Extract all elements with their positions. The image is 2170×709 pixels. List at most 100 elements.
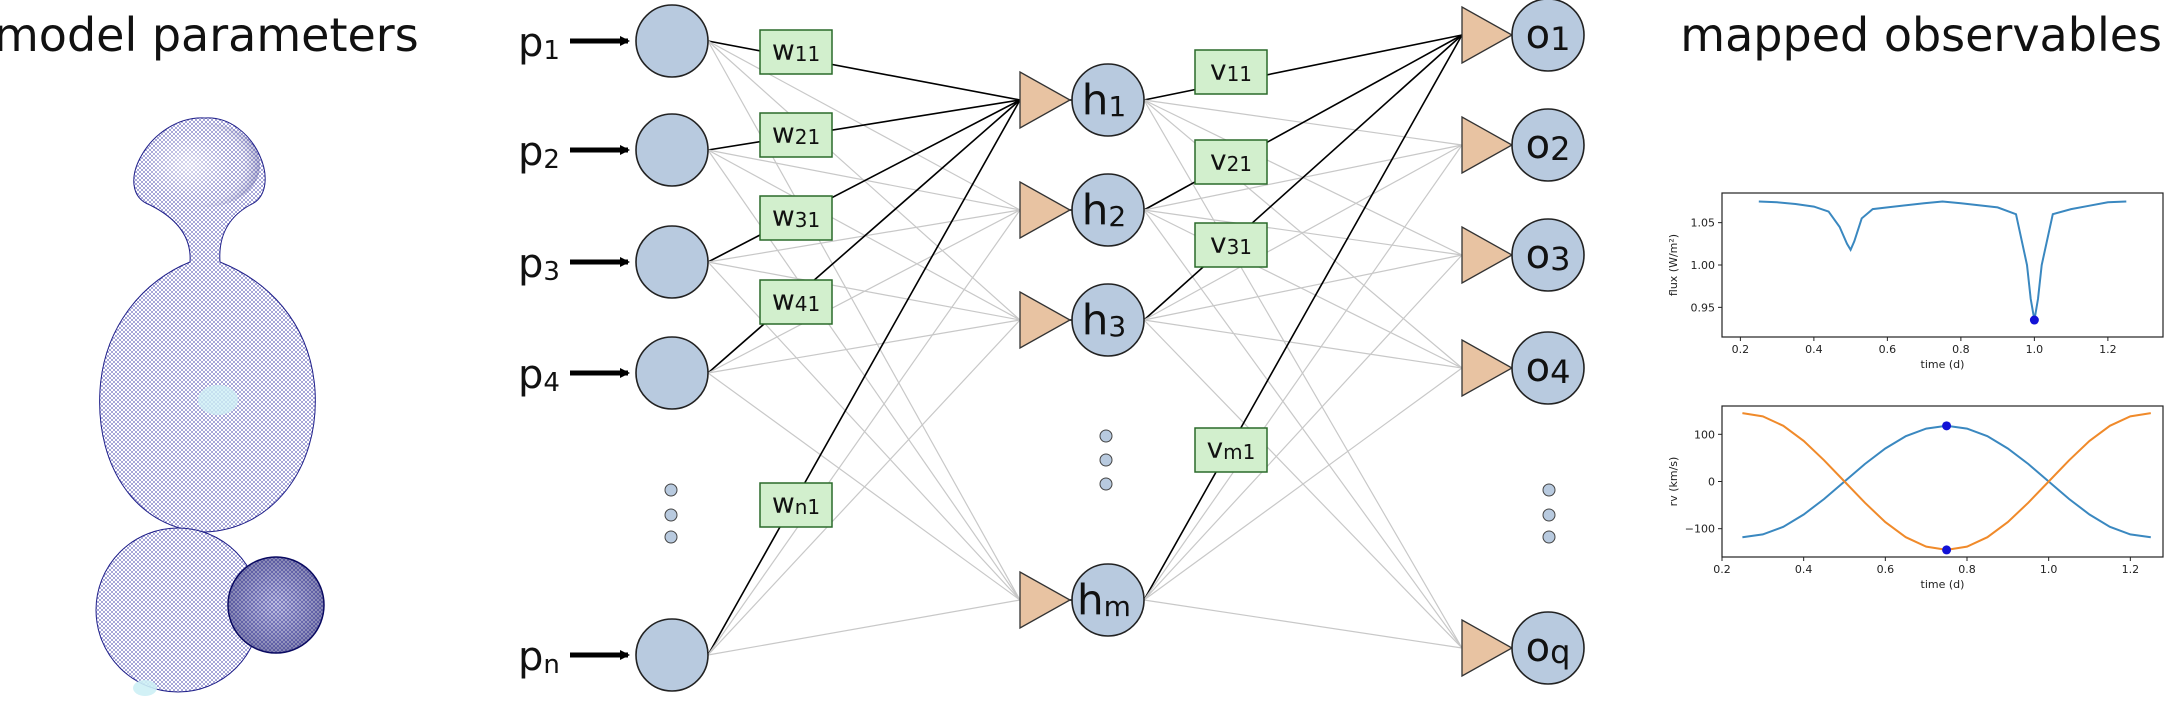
x-axis-label: time (d) xyxy=(1921,358,1965,371)
output-node xyxy=(1511,0,1585,72)
input-label: p3 xyxy=(518,241,560,287)
output-node xyxy=(1511,611,1585,685)
edge-hidden4-output4 xyxy=(1143,367,1463,601)
x-tick-label: 0.6 xyxy=(1877,563,1895,576)
output-node xyxy=(1511,218,1585,292)
edge-hidden4-output1 xyxy=(1143,34,1463,601)
weight-box xyxy=(759,29,833,75)
highlight-marker xyxy=(1942,545,1952,555)
input-label-subscript: 3 xyxy=(543,257,560,287)
weight-label-sub: 31 xyxy=(795,208,820,232)
x-tick-label: 1.0 xyxy=(2040,563,2058,576)
output-label-sub: 4 xyxy=(1550,353,1570,391)
y-axis-label: rv (km/s) xyxy=(1667,457,1680,507)
weight-label-sub: 11 xyxy=(1227,62,1252,86)
hidden-label-subscript: 1 xyxy=(1108,90,1126,123)
y-tick-label: 1.05 xyxy=(1691,217,1716,230)
edge-hidden3-output3 xyxy=(1143,254,1463,321)
ellipsis-dot xyxy=(664,508,678,522)
output-label: oq xyxy=(1526,625,1571,671)
hidden-label: h1 xyxy=(1082,76,1126,125)
output-label-sub: q xyxy=(1550,633,1570,671)
hidden-node xyxy=(1071,173,1145,247)
weight-label: vm1 xyxy=(1207,432,1256,465)
contact-binary-mesh xyxy=(99,117,316,533)
output-label: o3 xyxy=(1526,232,1571,278)
weight-label-sub: 21 xyxy=(1227,152,1252,176)
input-node xyxy=(635,618,709,692)
edge-hidden2-output5 xyxy=(1143,209,1463,649)
input-label: p4 xyxy=(518,352,560,398)
weight-box xyxy=(1194,139,1268,185)
x-tick-label: 0.4 xyxy=(1795,563,1813,576)
x-tick-label: 0.8 xyxy=(1958,563,1976,576)
ellipsis-dot xyxy=(1099,477,1113,491)
detached-binary-illustration xyxy=(95,527,325,696)
weight-label-sub: m1 xyxy=(1223,440,1255,464)
contact-binary-illustration xyxy=(99,117,316,533)
left-title: model parameters xyxy=(0,8,419,62)
input-node xyxy=(635,113,709,187)
output-node xyxy=(1511,331,1585,405)
edge-hidden4-output5 xyxy=(1143,599,1463,649)
output-label: o2 xyxy=(1526,122,1571,168)
edge-hidden4-output3 xyxy=(1143,254,1463,601)
series-line-1 xyxy=(1742,424,2151,539)
series-line-1 xyxy=(1758,200,2127,321)
ellipsis-dot xyxy=(664,530,678,544)
primary-star-glint xyxy=(133,680,157,696)
input-node xyxy=(635,4,709,78)
edge-input4-hidden2 xyxy=(707,209,1021,374)
edge-input4-hidden3 xyxy=(707,319,1021,374)
output-label: o4 xyxy=(1526,345,1571,391)
y-tick-label: 0 xyxy=(1708,476,1715,489)
secondary-star-shading xyxy=(228,557,324,653)
contact-binary-shading xyxy=(150,123,260,207)
activation-triangle xyxy=(1461,5,1514,65)
input-label: pn xyxy=(518,634,560,680)
activation-triangle xyxy=(1019,70,1072,130)
series-line-2 xyxy=(1742,412,2151,551)
y-tick-label: 1.00 xyxy=(1691,259,1716,272)
hidden-node xyxy=(1071,63,1145,137)
highlight-marker xyxy=(1942,421,1952,431)
ellipsis-dot xyxy=(1542,530,1556,544)
output-label: o1 xyxy=(1526,12,1571,58)
activation-triangle xyxy=(1019,180,1072,240)
ellipsis-dot xyxy=(1542,483,1556,497)
weight-box xyxy=(759,279,833,325)
activation-triangle xyxy=(1019,570,1072,630)
activation-triangle xyxy=(1461,225,1514,285)
edge-input4-hidden4 xyxy=(707,372,1021,601)
weight-label-sub: 31 xyxy=(1227,235,1252,259)
hidden-node xyxy=(1071,283,1145,357)
weight-label-sub: 11 xyxy=(795,42,820,66)
right-title: mapped observables xyxy=(1680,8,2162,62)
highlight-marker xyxy=(2029,315,2039,325)
edge-input4-hidden1 xyxy=(707,99,1021,374)
output-label-sub: 1 xyxy=(1550,20,1570,58)
edge-hidden3-output2 xyxy=(1143,144,1463,321)
weight-box xyxy=(1194,222,1268,268)
y-tick-label: 0.95 xyxy=(1691,301,1716,314)
output-label-sub: 2 xyxy=(1550,130,1570,168)
input-label-subscript: 4 xyxy=(543,368,560,398)
weight-label-sub: 21 xyxy=(795,125,820,149)
weight-box xyxy=(759,195,833,241)
activation-triangle xyxy=(1019,290,1072,350)
input-node xyxy=(635,336,709,410)
input-label-subscript: n xyxy=(543,650,559,680)
edge-hidden1-output5 xyxy=(1143,99,1463,649)
weight-box xyxy=(759,482,833,528)
x-tick-label: 0.8 xyxy=(1952,343,1970,356)
output-node xyxy=(1511,108,1585,182)
x-tick-label: 1.0 xyxy=(2026,343,2044,356)
x-tick-label: 0.4 xyxy=(1805,343,1823,356)
ellipsis-dot xyxy=(1099,453,1113,467)
network-edges xyxy=(707,34,1463,656)
ellipsis-dot xyxy=(664,483,678,497)
y-axis-label: flux (W/m²) xyxy=(1667,234,1680,296)
